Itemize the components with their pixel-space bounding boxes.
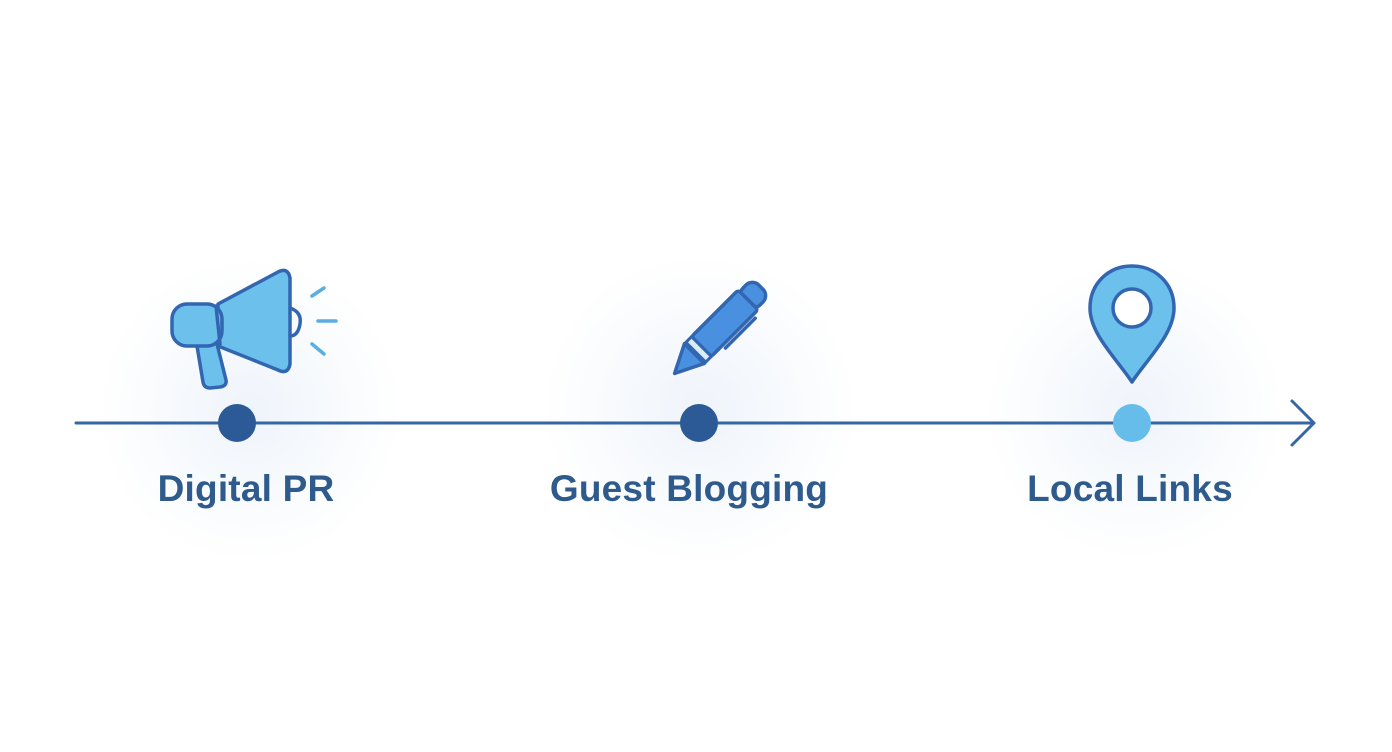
- timeline-node-2: [680, 404, 718, 442]
- map-pin-icon: [1084, 262, 1180, 388]
- timeline-node-3: [1113, 404, 1151, 442]
- step-label-digital-pr: Digital PR: [157, 468, 335, 509]
- pen-icon: [652, 266, 782, 396]
- timeline-arrowhead: [1290, 399, 1316, 447]
- step-label-guest-blogging: Guest Blogging: [549, 468, 829, 509]
- megaphone-icon: [160, 262, 350, 392]
- timeline-node-1: [218, 404, 256, 442]
- step-label-local-links: Local Links: [1027, 468, 1233, 509]
